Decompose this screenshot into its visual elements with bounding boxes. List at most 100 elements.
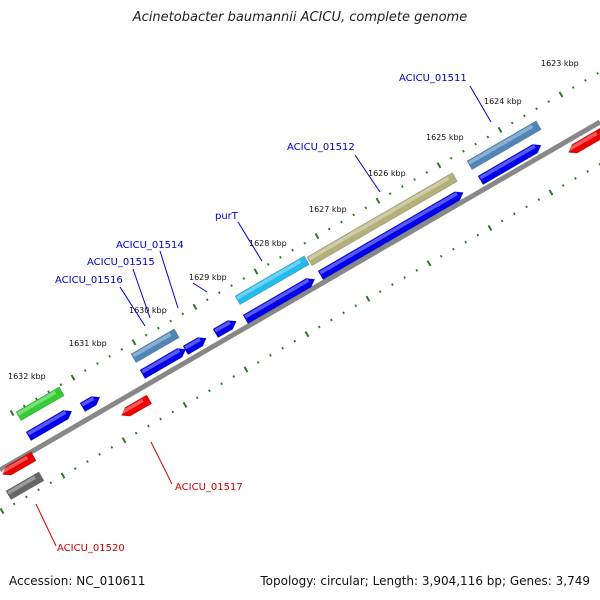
leader-line — [150, 441, 173, 485]
minor-tick — [242, 277, 246, 280]
minor-tick — [510, 121, 514, 125]
kbp-label: 1626 kbp — [368, 169, 406, 178]
genome-backbone — [0, 119, 600, 473]
minor-tick — [378, 290, 382, 294]
cds-block[interactable] — [242, 275, 317, 325]
minor-tick — [584, 79, 587, 82]
gene-feature-steelblue[interactable] — [466, 120, 542, 171]
minor-tick — [22, 404, 26, 408]
major-tick — [365, 295, 371, 302]
kbp-label: 1625 kbp — [426, 133, 464, 142]
gene-label-acicu-01511[interactable]: ACICU_01511 — [399, 73, 467, 84]
minor-tick — [230, 284, 233, 288]
major-tick — [497, 126, 503, 134]
gene-label-acicu-01512[interactable]: ACICU_01512 — [287, 142, 355, 153]
minor-tick — [354, 304, 358, 308]
map-title: Acinetobacter baumannii ACICU, complete … — [132, 10, 468, 25]
minor-tick — [98, 452, 101, 456]
cds-block[interactable] — [212, 317, 239, 339]
major-tick — [192, 303, 198, 310]
minor-tick — [169, 319, 172, 323]
minor-tick — [134, 431, 138, 435]
major-tick — [131, 339, 137, 346]
leader-line — [35, 503, 57, 547]
leader-line — [354, 154, 381, 193]
minor-tick — [159, 417, 162, 421]
minor-tick — [525, 205, 528, 209]
minor-tick — [586, 169, 589, 173]
minor-tick — [523, 114, 526, 118]
minor-tick — [218, 291, 221, 295]
minor-tick — [415, 269, 419, 272]
label-leader-lines — [35, 85, 492, 547]
minor-tick — [535, 107, 538, 111]
gene-label-acicu-01515[interactable]: ACICU_01515 — [87, 257, 155, 268]
leader-line — [119, 286, 146, 327]
leader-line — [237, 221, 263, 262]
kbp-label: 1629 kbp — [189, 273, 227, 282]
minor-tick — [208, 389, 211, 393]
minor-tick — [232, 375, 236, 378]
kbp-label: 1624 kbp — [484, 97, 522, 106]
kbp-label: 1632 kbp — [8, 372, 46, 381]
feature-track — [0, 120, 600, 501]
gene-label-acicu-01516[interactable]: ACICU_01516 — [55, 275, 123, 286]
minor-tick — [73, 467, 77, 470]
minor-tick — [462, 149, 465, 153]
minor-tick — [120, 347, 124, 351]
gene-label-acicu-01517[interactable]: ACICU_01517 — [175, 482, 243, 493]
minor-tick — [403, 276, 406, 279]
minor-tick — [537, 198, 541, 202]
minor-tick — [364, 206, 368, 210]
minor-tick — [256, 361, 260, 364]
major-tick — [60, 472, 66, 479]
minor-tick — [388, 192, 392, 196]
minor-tick — [49, 481, 53, 485]
major-tick — [70, 374, 76, 381]
minor-tick — [35, 397, 38, 401]
accession-label: Accession: NC_010611 — [9, 574, 146, 588]
major-tick — [436, 162, 442, 169]
minor-tick — [293, 339, 297, 343]
reverse-cds-block[interactable] — [566, 127, 600, 157]
minor-tick — [157, 326, 160, 330]
minor-tick — [108, 354, 111, 358]
major-tick — [548, 189, 554, 196]
minor-tick — [12, 502, 16, 506]
minor-tick — [464, 240, 467, 244]
cds-block[interactable] — [182, 334, 209, 356]
minor-tick — [439, 254, 443, 258]
gene-feature-green[interactable] — [15, 386, 65, 422]
minor-tick — [171, 410, 175, 414]
gene-label-acicu-01520[interactable]: ACICU_01520 — [57, 543, 125, 554]
cds-block[interactable] — [79, 393, 102, 413]
cds-block[interactable] — [477, 141, 544, 186]
gene-label-purt[interactable]: purT — [215, 211, 239, 222]
reverse-cds-gray[interactable] — [5, 471, 45, 501]
minor-tick — [340, 220, 343, 224]
minor-tick — [449, 156, 453, 160]
major-tick — [304, 331, 310, 338]
minor-tick — [181, 312, 185, 316]
minor-tick — [291, 248, 294, 252]
minor-tick — [317, 325, 321, 329]
minor-tick — [147, 424, 150, 428]
gene-label-acicu-01514[interactable]: ACICU_01514 — [116, 240, 184, 251]
minor-tick — [571, 86, 575, 89]
cds-block[interactable] — [317, 188, 466, 281]
kbp-label: 1631 kbp — [69, 339, 107, 348]
major-tick — [375, 197, 381, 204]
gene-feature-olive[interactable] — [306, 172, 458, 267]
major-tick — [426, 260, 432, 267]
gene-feature-cyan[interactable] — [234, 255, 310, 306]
reverse-cds-block[interactable] — [0, 451, 37, 479]
cds-block[interactable] — [25, 407, 74, 442]
gene-feature-steelblue[interactable] — [130, 328, 180, 364]
minor-tick — [266, 263, 270, 266]
minor-tick — [561, 184, 565, 187]
reverse-cds-block[interactable] — [119, 394, 153, 420]
major-tick — [314, 233, 320, 240]
leader-line — [192, 282, 208, 293]
major-tick — [558, 91, 564, 98]
cds-block[interactable] — [139, 345, 188, 380]
